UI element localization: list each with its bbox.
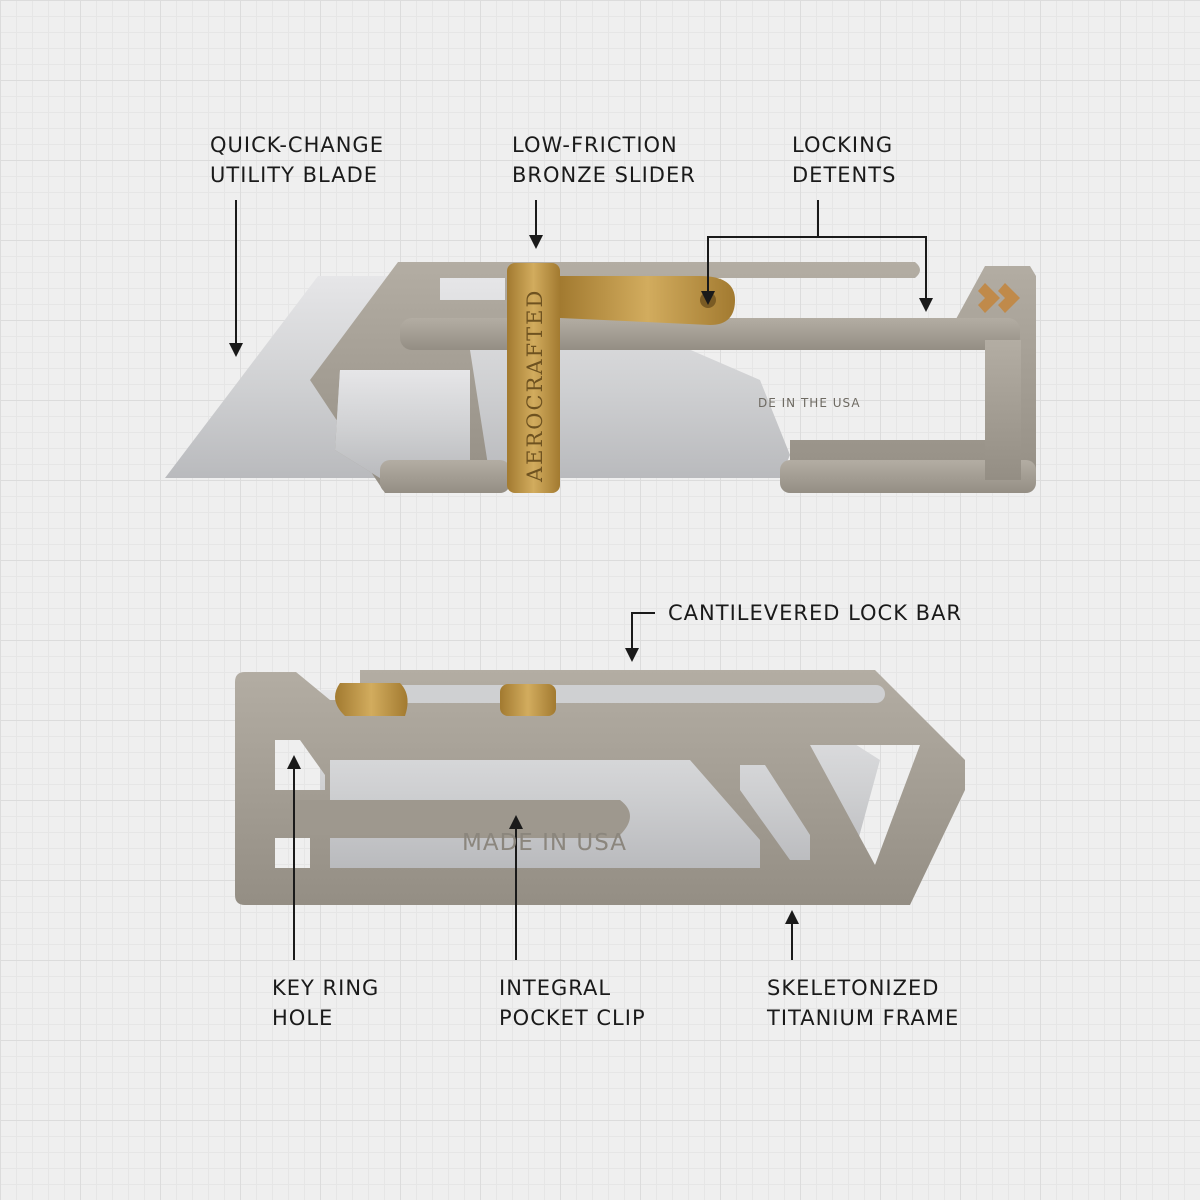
callout-line: LOW-FRICTION <box>512 133 678 157</box>
bronze-slider <box>507 263 560 493</box>
callout-line: DETENTS <box>792 163 897 187</box>
slider-engraving: AEROCRAFTED <box>523 289 547 483</box>
callout-line: INTEGRAL <box>499 976 612 1000</box>
lower-rail <box>780 460 1036 493</box>
callout-key-ring-hole: KEY RING HOLE <box>272 973 379 1033</box>
callout-line: BRONZE SLIDER <box>512 163 696 187</box>
logo-mark <box>978 283 1000 313</box>
top-made-in-engraving: DE IN THE USA <box>758 396 861 410</box>
leader-lines <box>229 200 933 960</box>
bottom-knife <box>235 670 965 905</box>
bottom-made-in-engraving: MADE IN USA <box>462 830 627 856</box>
callout-pocket-clip: INTEGRAL POCKET CLIP <box>499 973 646 1033</box>
bronze-thumb-stud <box>335 683 408 716</box>
callout-bronze-slider: LOW-FRICTION BRONZE SLIDER <box>512 130 696 190</box>
callout-line: UTILITY BLADE <box>210 163 379 187</box>
callout-locking-detents: LOCKING DETENTS <box>792 130 896 190</box>
bottom-frame <box>235 670 965 905</box>
leader-lock-bar <box>625 612 655 662</box>
callout-lock-bar: CANTILEVERED LOCK BAR <box>668 598 962 628</box>
callout-line: TITANIUM FRAME <box>767 1006 960 1030</box>
lower-rail-left <box>380 460 510 493</box>
callout-quick-change-blade: QUICK-CHANGE UTILITY BLADE <box>210 130 384 190</box>
lock-bar-slot <box>360 685 885 703</box>
bronze-lock-stud <box>500 684 556 716</box>
callout-line: LOCKING <box>792 133 894 157</box>
callout-line: QUICK-CHANGE <box>210 133 384 157</box>
pocket-clip <box>290 800 630 835</box>
blade-window <box>335 370 470 478</box>
bronze-slider-arm <box>560 276 735 325</box>
callout-line: HOLE <box>272 1006 334 1030</box>
top-knife <box>165 262 1036 493</box>
callout-line: CANTILEVERED LOCK BAR <box>668 601 963 625</box>
callout-titanium-frame: SKELETONIZED TITANIUM FRAME <box>767 973 959 1033</box>
frame-tail <box>985 340 1021 480</box>
callout-line: SKELETONIZED <box>767 976 940 1000</box>
callout-line: POCKET CLIP <box>499 1006 646 1030</box>
callout-line: KEY RING <box>272 976 380 1000</box>
